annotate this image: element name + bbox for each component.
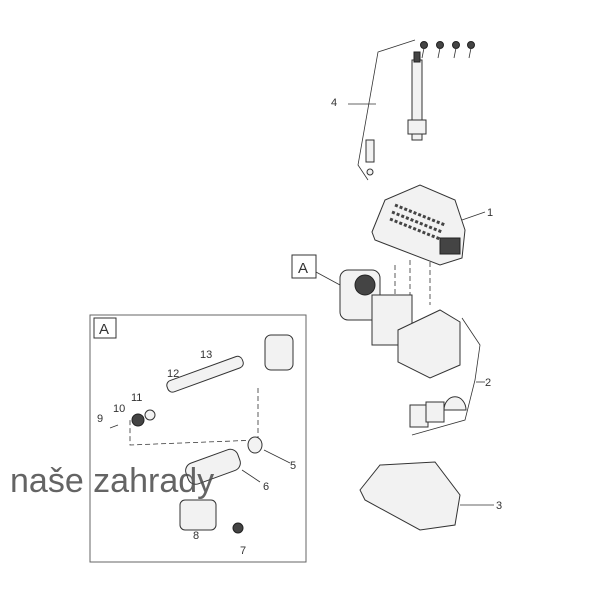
pump-motor <box>339 269 413 346</box>
callout-10: 10 <box>113 403 125 415</box>
callout-1: 1 <box>487 207 493 219</box>
callout-6: 6 <box>263 481 269 493</box>
callout-7: 7 <box>240 545 246 557</box>
callout-2: 2 <box>485 377 491 389</box>
section-a-marker: A <box>291 254 341 286</box>
part-4-nozzle-set <box>348 39 475 181</box>
callout-3: 3 <box>496 500 502 512</box>
callout-11: 11 <box>131 392 142 404</box>
callout-8: 8 <box>193 530 199 542</box>
inset-a-label: A <box>99 321 109 338</box>
watermark: naše zahrady <box>10 462 214 500</box>
callout-4: 4 <box>331 97 337 109</box>
callout-12: 12 <box>167 368 179 380</box>
section-a-label: A <box>298 260 308 277</box>
part-3-base <box>359 461 494 531</box>
callout-labels: 1 2 3 4 5 6 7 8 9 10 11 12 13 <box>97 97 502 557</box>
screws <box>420 41 475 59</box>
callout-13: 13 <box>200 349 212 361</box>
callout-5: 5 <box>290 460 296 472</box>
callout-9: 9 <box>97 413 103 425</box>
part-2-filter <box>397 309 485 436</box>
part-1-cover <box>371 184 486 266</box>
inset-a: A <box>89 314 307 563</box>
